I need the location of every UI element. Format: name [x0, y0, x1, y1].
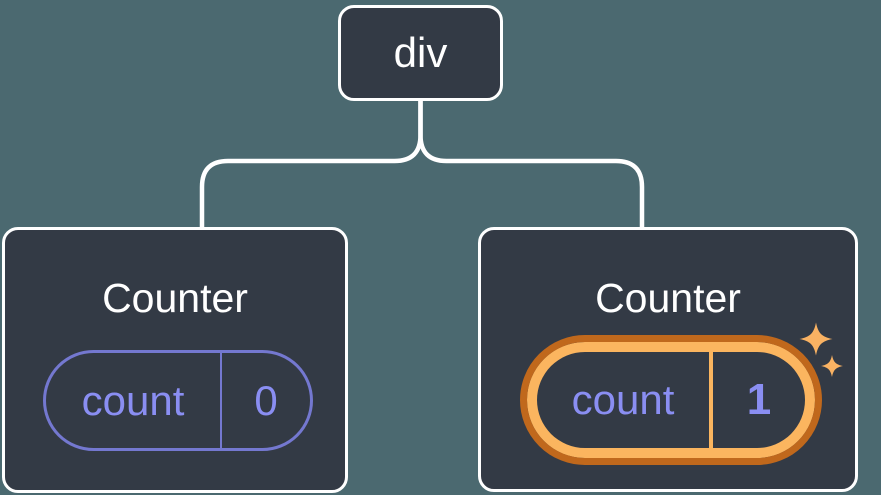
node-title: Counter — [102, 275, 248, 321]
node-title: Counter — [595, 275, 741, 321]
counter-node-2: Counter count 1 — [478, 227, 858, 492]
state-value: 1 — [746, 375, 772, 424]
state-pill: count 0 — [43, 350, 313, 451]
state-divider — [709, 352, 713, 448]
state-value: 0 — [254, 376, 278, 424]
counter-node-1: Counter count 0 — [2, 227, 348, 493]
state-pill-highlighted: count 1 — [520, 335, 822, 465]
root-node-label: div — [393, 29, 448, 76]
connector-root-to-left-child — [199, 101, 423, 229]
state-divider — [220, 353, 222, 448]
state-key: count — [571, 376, 675, 423]
state-key: count — [81, 376, 185, 424]
connector-root-to-right-child — [418, 101, 645, 229]
root-node: div — [338, 5, 503, 101]
